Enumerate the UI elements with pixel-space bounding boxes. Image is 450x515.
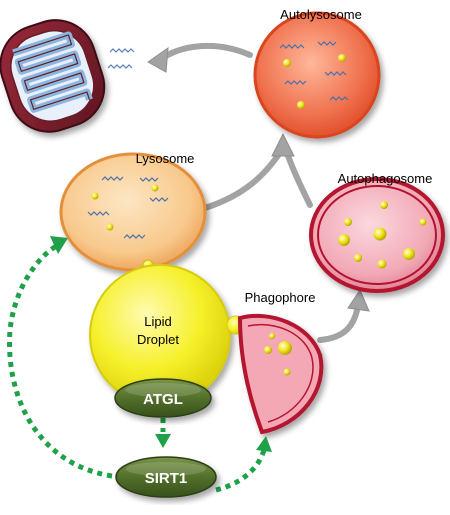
arrow-lysosome-to-autolysosome	[202, 147, 285, 211]
sirt1-label: SIRT1	[145, 470, 188, 487]
mitochondrion-icon	[0, 19, 106, 133]
lipid-droplet-label-line2: Droplet	[137, 332, 179, 347]
grey-arrowheads	[147, 46, 370, 312]
arrow-sirt1-to-phagophore	[215, 449, 267, 493]
lysosome-label: Lysosome	[136, 151, 195, 166]
atgl-label: ATGL	[143, 391, 183, 408]
fatty-acid-squiggle-icon	[87, 176, 169, 239]
sirt1-enzyme	[115, 456, 217, 498]
arrow-phagophore-to-autophagosome	[317, 302, 361, 343]
autolysosome	[253, 11, 381, 139]
phagophore-label: Phagophore	[245, 290, 316, 305]
fatty-acid-squiggle-icon	[279, 41, 349, 101]
atgl-enzyme	[114, 378, 212, 418]
autophagosome-label: Autophagosome	[338, 171, 433, 186]
green-arrowheads	[50, 236, 272, 452]
lipid-droplet-label-line1: Lipid	[144, 314, 171, 329]
phagophore	[237, 313, 324, 435]
green-dashed-arrows	[7, 242, 267, 493]
lysosome	[59, 152, 207, 272]
arrow-sirt1-to-lysosome	[7, 242, 113, 479]
arrow-autophagosome-to-autolysosome	[283, 147, 313, 208]
fatty-acid-squiggle-icon	[107, 48, 135, 69]
arrow-autolysosome-to-mitochondrion	[157, 42, 253, 63]
autophagosome	[309, 177, 445, 293]
lipid-droplet-icon	[338, 201, 427, 269]
autolysosome-label: Autolysosome	[280, 7, 362, 22]
